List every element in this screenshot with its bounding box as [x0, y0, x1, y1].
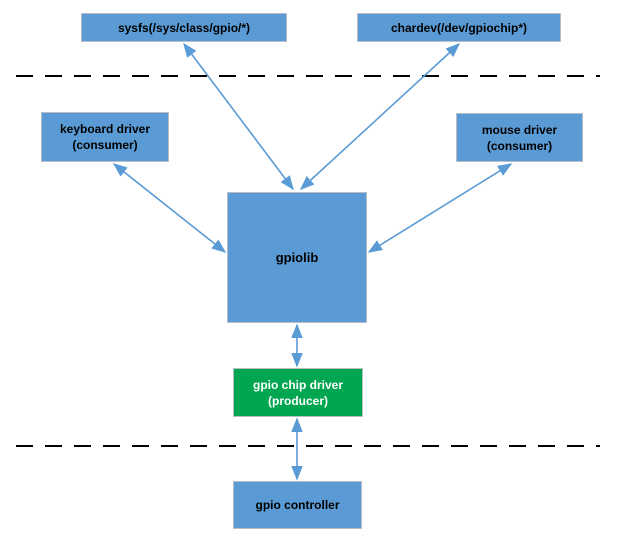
node-gpio-chip-driver: gpio chip driver (producer) [233, 368, 363, 417]
edge-mouse-driver-gpiolib [367, 163, 513, 253]
node-mouse-driver: mouse driver (consumer) [456, 113, 583, 162]
node-keyboard-driver-label-line2: (consumer) [72, 138, 138, 152]
node-gpio-chip-driver-label-line1: gpio chip driver [252, 377, 343, 392]
node-gpiolib: gpiolib [227, 192, 367, 323]
edge-keyboard-driver-gpiolib [112, 163, 227, 253]
node-mouse-driver-label-line1: mouse driver [481, 122, 558, 137]
node-chardev-label: chardev(/dev/gpiochip*) [390, 20, 528, 35]
node-sysfs: sysfs(/sys/class/gpio/*) [81, 13, 287, 42]
edge-chardev-gpiolib [299, 43, 461, 190]
edge-sysfs-gpiolib [183, 42, 294, 191]
node-sysfs-label: sysfs(/sys/class/gpio/*) [117, 20, 251, 35]
node-gpio-chip-driver-label-line2: (producer) [268, 393, 328, 408]
node-keyboard-driver-label-line1: keyboard driver [59, 122, 151, 136]
node-keyboard-driver: keyboard driver (consumer) [41, 112, 169, 162]
node-gpiolib-label: gpiolib [275, 249, 319, 265]
node-chardev: chardev(/dev/gpiochip*) [357, 13, 561, 42]
node-mouse-driver-label-line2: (consumer) [486, 138, 553, 153]
node-gpio-controller-label: gpio controller [255, 498, 340, 512]
node-gpio-controller: gpio controller [233, 481, 362, 529]
